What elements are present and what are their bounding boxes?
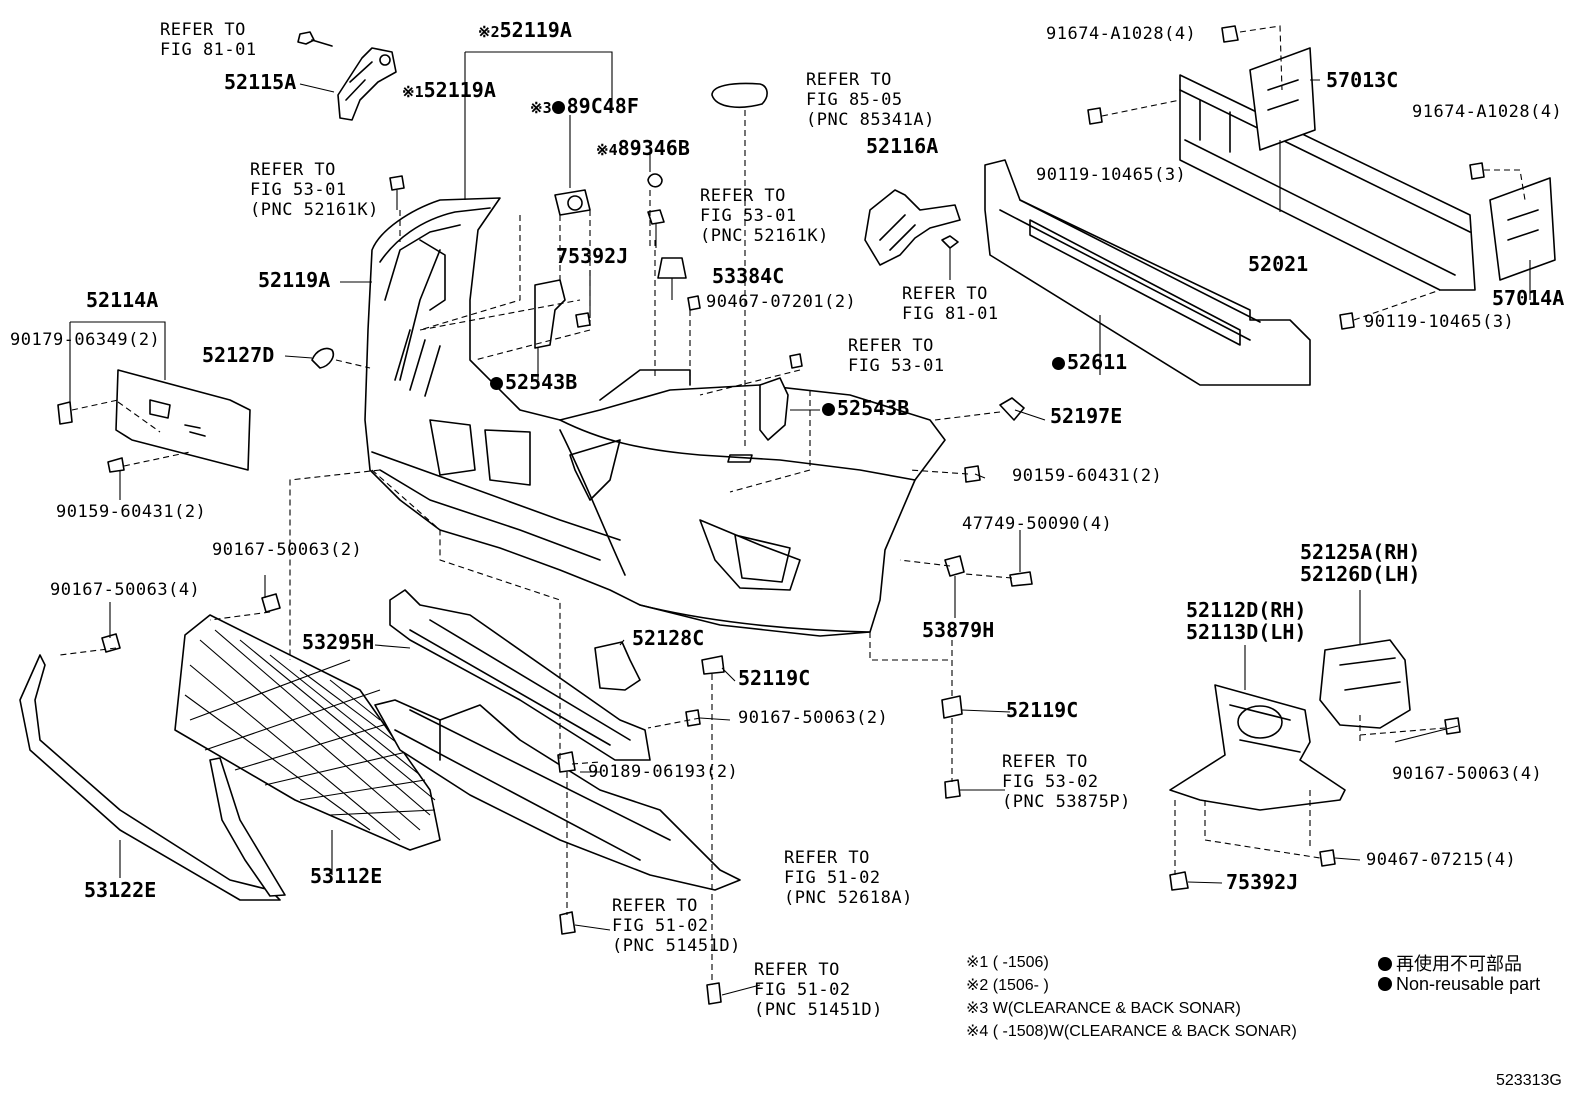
part-label: 52125A(RH): [1300, 540, 1421, 564]
bracket-52115A: [337, 47, 397, 121]
license-plate-bracket: [57, 369, 251, 473]
fasteners-reinforcement: [1087, 25, 1526, 330]
bracket-57013C: [1249, 47, 1316, 151]
refer-label: REFER TO FIG 81-01: [160, 20, 257, 60]
part-label: 52197E: [1050, 404, 1123, 428]
part-label: 53122E: [84, 878, 157, 902]
part-label: 90167-50063(2): [738, 708, 889, 728]
non-reusable-mark: [551, 101, 565, 114]
part-label: 57014A: [1492, 286, 1565, 310]
part-label: 75392J: [1226, 870, 1299, 894]
fasteners-bottom: [101, 593, 1461, 1005]
part-label: 91674-A1028(4): [1412, 102, 1563, 122]
part-label: 53295H: [302, 630, 375, 654]
part-label: 52543B: [490, 372, 577, 392]
part-label: 57013C: [1326, 68, 1399, 92]
part-label: 90167-50063(4): [50, 580, 201, 600]
part-label: 52115A: [224, 70, 297, 94]
part-label: 90167-50063(2): [212, 540, 363, 560]
refer-label: REFER TO FIG 51-02 (PNC 51451D): [612, 896, 741, 956]
part-label: 52126D(LH): [1300, 562, 1421, 586]
energy-absorber-52611: [984, 159, 1311, 386]
part-label: 90189-06193(2): [588, 762, 739, 782]
part-label: 52119A: [258, 268, 331, 292]
cap-52127D: [311, 347, 371, 369]
refer-label: REFER TO FIG 81-01: [902, 284, 999, 324]
part-label: 52116A: [866, 134, 939, 158]
refer-label: REFER TO FIG 85-05 (PNC 85341A): [806, 70, 935, 130]
bumper-reinforcement-52021: [1179, 74, 1476, 291]
bracket-52543B-right: [759, 377, 789, 441]
refer-label: REFER TO FIG 53-02 (PNC 53875P): [1002, 752, 1131, 812]
non-reusable-mark: [1052, 357, 1065, 370]
part-label: 52611: [1052, 352, 1127, 372]
assembly-lines: [59, 110, 1446, 985]
part-label: 90467-07215(4): [1366, 850, 1517, 870]
part-label: 90167-50063(4): [1392, 764, 1543, 784]
sensor-89C48F: [554, 173, 663, 216]
part-label: ※252119A: [478, 18, 572, 42]
part-label: 91674-A1028(4): [1046, 24, 1197, 44]
non-reusable-mark: [822, 403, 835, 416]
support-53295H: [389, 589, 651, 761]
legend-line: Non-reusable part: [1378, 974, 1540, 995]
leader-lines: [69, 51, 1531, 996]
part-label: 90159-60431(2): [56, 502, 207, 522]
refer-label: REFER TO FIG 53-01 (PNC 52161K): [700, 186, 829, 246]
bolt-icon: [297, 31, 333, 47]
non-reusable-mark: [490, 377, 503, 390]
part-label: 90159-60431(2): [1012, 466, 1163, 486]
footnote: ※3 W(CLEARANCE & BACK SONAR): [966, 1000, 1241, 1017]
retainer-52197E: [899, 397, 1033, 587]
part-label: 90119-10465(3): [1364, 312, 1515, 332]
part-label: 52543B: [822, 398, 909, 418]
cap-85341A: [711, 82, 768, 109]
footnote: ※2 (1506- ): [966, 977, 1049, 994]
radiator-grille-53112E: [174, 614, 441, 851]
under-cover-52618A: [374, 699, 741, 891]
refer-label: REFER TO FIG 53-01 (PNC 52161K): [250, 160, 379, 220]
part-label: 53384C: [712, 264, 785, 288]
part-label: 53112E: [310, 864, 383, 888]
part-label: 52112D(RH): [1186, 598, 1307, 622]
part-label: 52127D: [202, 343, 275, 367]
legend-line: 再使用不可部品: [1378, 950, 1522, 976]
part-label: 90467-07201(2): [706, 292, 857, 312]
footnote: ※1 ( -1506): [966, 954, 1049, 971]
bracket-57014A: [1489, 177, 1556, 281]
part-label: ※152119A: [402, 78, 496, 102]
part-label: 75392J: [556, 244, 629, 268]
part-label: 52128C: [632, 626, 705, 650]
part-label: 52119C: [738, 666, 811, 690]
molding-53122E: [19, 654, 286, 901]
non-reusable-dot-icon: [1378, 977, 1392, 991]
refer-label: REFER TO FIG 51-02 (PNC 52618A): [784, 848, 913, 908]
part-label: 52021: [1248, 252, 1309, 276]
front-bumper-cover: [364, 197, 946, 637]
bracket-52116A: [864, 189, 961, 280]
footnote: ※4 ( -1508)W(CLEARANCE & BACK SONAR): [966, 1023, 1297, 1040]
refer-label: REFER TO FIG 53-01: [848, 336, 945, 376]
fog-lamp-bracket: [1319, 639, 1411, 729]
non-reusable-dot-icon: [1378, 957, 1392, 971]
fog-lamp-bezel: [1169, 684, 1346, 811]
figure-id: 523313G: [1496, 1072, 1562, 1089]
part-label: 53879H: [922, 618, 995, 642]
part-label: 52119C: [1006, 698, 1079, 722]
refer-label: REFER TO FIG 51-02 (PNC 51451D): [754, 960, 883, 1020]
part-label: 47749-50090(4): [962, 514, 1113, 534]
part-label: 52114A: [86, 288, 159, 312]
part-label: ※489346B: [596, 136, 690, 160]
part-label: 90119-10465(3): [1036, 165, 1187, 185]
part-label: 90179-06349(2): [10, 330, 161, 350]
part-label: 52113D(LH): [1186, 620, 1307, 644]
